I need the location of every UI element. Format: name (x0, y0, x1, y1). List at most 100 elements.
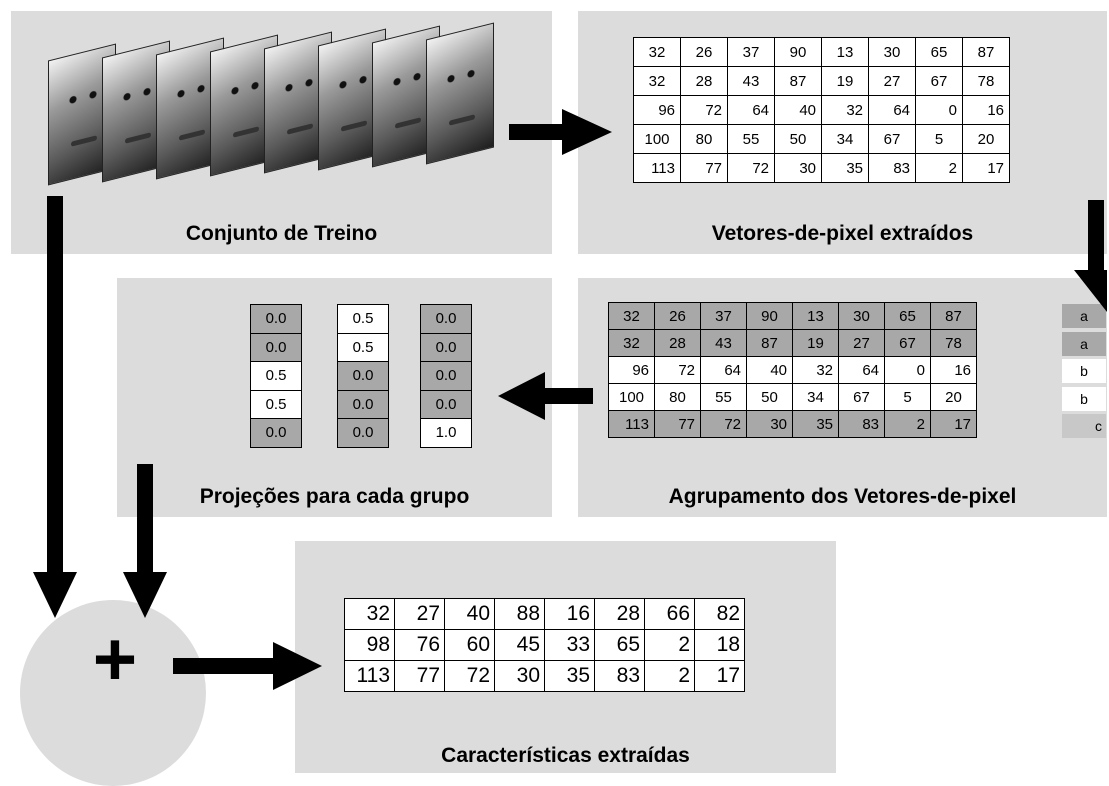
table-cell: 90 (774, 37, 822, 67)
table-cell: 17 (694, 660, 745, 692)
table-cell: 65 (884, 302, 931, 330)
table-cell: 43 (727, 66, 775, 96)
pixel-vectors-label: Vetores-de-pixel extraídos (711, 222, 974, 245)
table-cell: 18 (694, 629, 745, 661)
table-cell: 77 (654, 410, 701, 438)
arrow-to-projections-shaft (545, 388, 593, 404)
projection-cell: 0.0 (420, 361, 472, 391)
projection-cell: 0.0 (420, 332, 472, 363)
table-cell: 96 (608, 356, 655, 384)
group-label: c (1062, 414, 1106, 439)
table-cell: 26 (654, 302, 701, 330)
table-cell: 30 (774, 153, 822, 183)
table-cell: 27 (868, 66, 916, 96)
table-cell: 83 (868, 153, 916, 183)
group-label: b (1062, 386, 1106, 411)
projection-cell: 0.5 (250, 389, 302, 420)
projection-cell: 0.0 (337, 418, 389, 448)
table-cell: 113 (608, 410, 655, 438)
table-cell: 32 (608, 329, 655, 357)
table-cell: 88 (494, 598, 545, 630)
projection-cell: 0.0 (337, 389, 389, 420)
table-cell: 65 (915, 37, 963, 67)
table-cell: 113 (344, 660, 395, 692)
group-label: a (1062, 304, 1106, 328)
table-cell: 90 (746, 302, 793, 330)
table-cell: 32 (344, 598, 395, 630)
group-label: b (1062, 359, 1106, 384)
table-cell: 16 (544, 598, 595, 630)
grouping-label: Agrupamento dos Vetores-de-pixel (668, 485, 1017, 508)
table-cell: 83 (838, 410, 885, 438)
table-cell: 64 (838, 356, 885, 384)
table-cell: 33 (544, 629, 595, 661)
plus-symbol: + (92, 617, 138, 702)
arrow-train-to-combine-head (33, 572, 77, 618)
table-cell: 80 (654, 383, 701, 411)
table-cell: 72 (680, 95, 728, 125)
table-cell: 113 (633, 153, 681, 183)
table-cell: 67 (884, 329, 931, 357)
training-set-label: Conjunto de Treino (185, 222, 378, 245)
features-label: Características extraídas (441, 744, 690, 767)
arrow-proj-to-combine-shaft (137, 464, 153, 574)
table-cell: 27 (394, 598, 445, 630)
table-cell: 20 (962, 124, 1010, 154)
arrow-to-vectors-shaft (509, 124, 562, 140)
arrow-proj-to-combine-head (123, 572, 167, 618)
projection-cell: 1.0 (420, 418, 472, 448)
face-8-photo (426, 22, 494, 165)
table-cell: 66 (644, 598, 695, 630)
arrow-to-projections-head (498, 372, 545, 420)
table-cell: 30 (838, 302, 885, 330)
table-cell: 55 (700, 383, 747, 411)
table-cell: 35 (821, 153, 869, 183)
table-cell: 64 (700, 356, 747, 384)
projection-cell: 0.0 (250, 418, 302, 448)
table-cell: 40 (746, 356, 793, 384)
projections-panel (117, 278, 552, 517)
table-cell: 30 (746, 410, 793, 438)
table-cell: 77 (394, 660, 445, 692)
table-cell: 28 (594, 598, 645, 630)
table-cell: 16 (962, 95, 1010, 125)
table-cell: 2 (884, 410, 931, 438)
table-cell: 72 (444, 660, 495, 692)
table-cell: 87 (746, 329, 793, 357)
table-cell: 16 (930, 356, 977, 384)
table-cell: 87 (930, 302, 977, 330)
table-cell: 13 (821, 37, 869, 67)
table-cell: 17 (930, 410, 977, 438)
arrow-to-grouping-shaft (1088, 200, 1104, 270)
table-cell: 28 (680, 66, 728, 96)
arrow-to-features-head (273, 642, 322, 690)
table-cell: 35 (544, 660, 595, 692)
table-cell: 72 (700, 410, 747, 438)
table-cell: 32 (633, 66, 681, 96)
table-cell: 32 (608, 302, 655, 330)
table-cell: 40 (444, 598, 495, 630)
table-cell: 2 (644, 660, 695, 692)
projection-cell: 0.0 (250, 304, 302, 334)
table-cell: 60 (444, 629, 495, 661)
table-cell: 80 (680, 124, 728, 154)
arrow-to-features-shaft (173, 658, 273, 674)
table-cell: 72 (654, 356, 701, 384)
table-cell: 45 (494, 629, 545, 661)
table-cell: 30 (494, 660, 545, 692)
table-cell: 50 (774, 124, 822, 154)
table-cell: 32 (633, 37, 681, 67)
